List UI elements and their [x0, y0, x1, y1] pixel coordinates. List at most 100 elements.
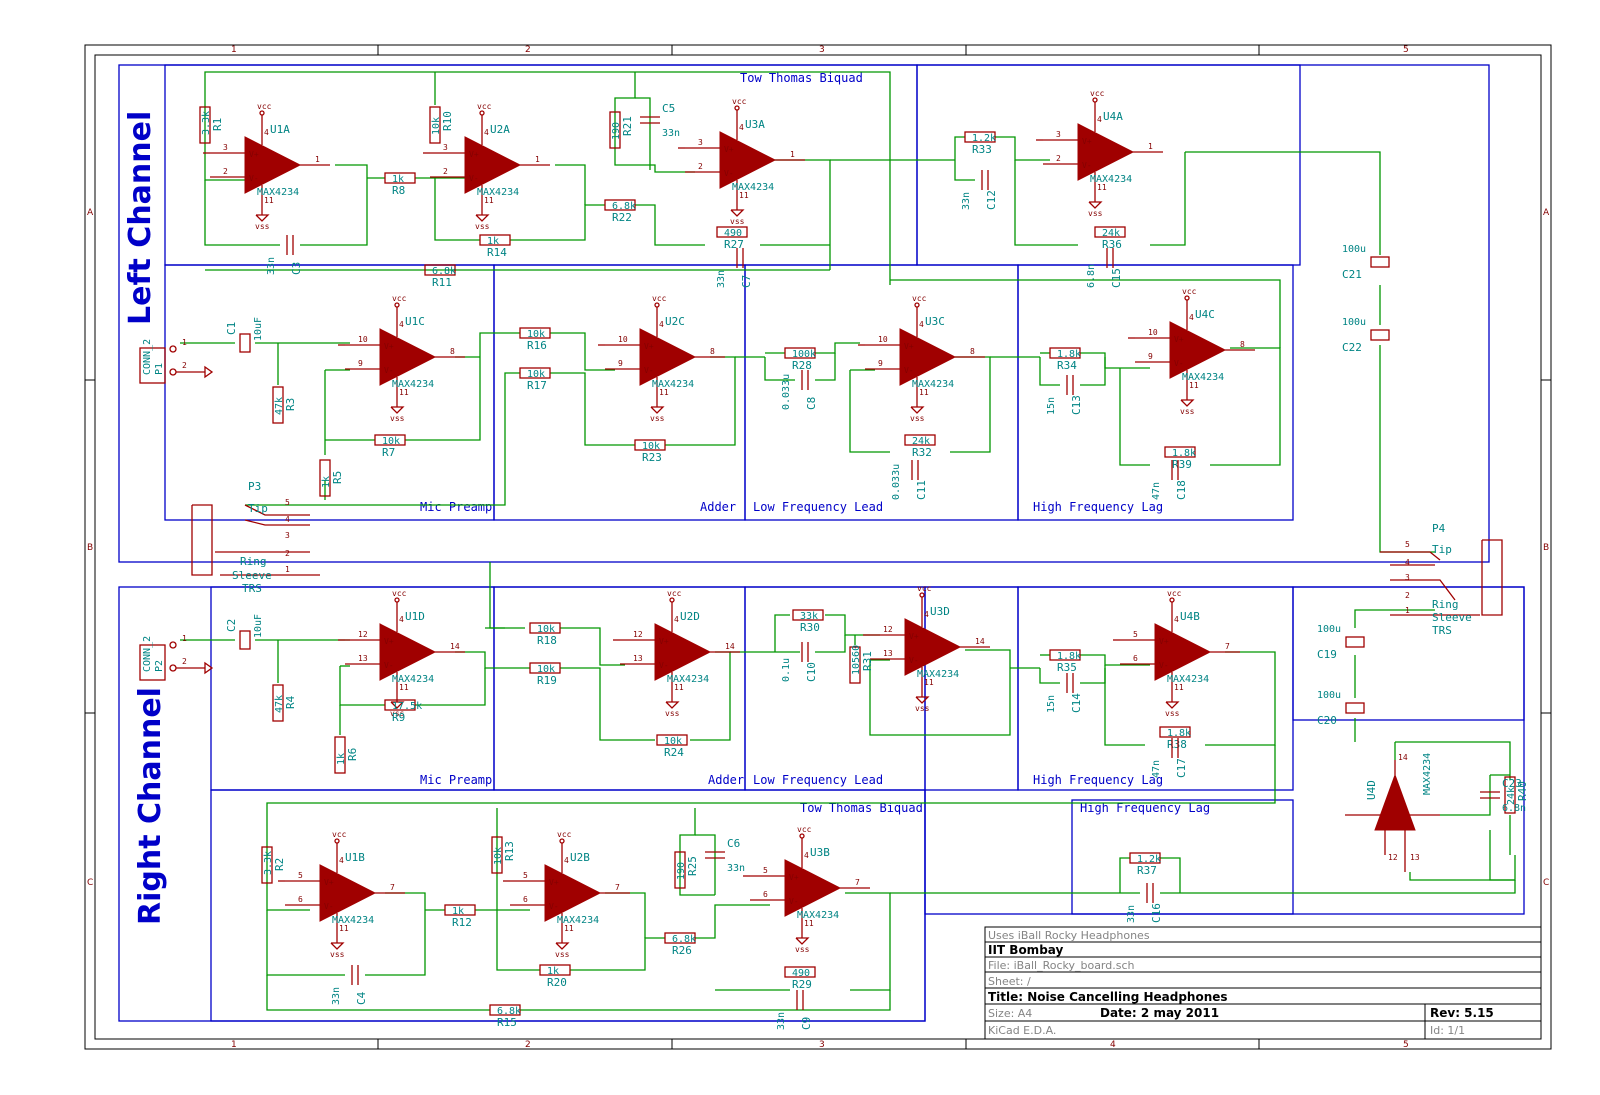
- p3-ref: P3: [248, 480, 261, 493]
- capacitor-ref: C9: [800, 1017, 813, 1030]
- resistor-value: 1k: [487, 236, 499, 247]
- opamp-pin-plus: 5: [298, 871, 303, 880]
- opamp-vplus: V+: [789, 873, 799, 882]
- p4-pin4: 4: [1405, 558, 1410, 567]
- opamp-pin11: 11: [804, 919, 814, 928]
- resistor-value: 10k: [527, 369, 545, 380]
- opamp-pin-plus: 10: [358, 335, 368, 344]
- resistor-value: 10k: [537, 624, 555, 635]
- opamp-pin-plus: 10: [1148, 328, 1158, 337]
- capacitor-ref: C21: [1342, 268, 1362, 281]
- tb-comment: Uses iBall Rocky Headphones: [988, 929, 1150, 942]
- opamp-pin11: 11: [659, 388, 669, 397]
- opamp-ref: U4B: [1180, 610, 1200, 623]
- p1-type: CONN_2: [142, 339, 153, 375]
- opamp-vplus: V+: [549, 878, 559, 887]
- opamp-vplus: V+: [659, 637, 669, 646]
- resistor-value: 1.2k: [1137, 854, 1161, 865]
- p3-trs: TRS: [242, 582, 262, 595]
- opamp-vminus: V-: [1082, 161, 1092, 170]
- opamp-vss: vss: [1180, 407, 1195, 416]
- capacitor-ref: C22: [1342, 341, 1362, 354]
- opamp-vcc: vcc: [332, 830, 347, 839]
- resistor-value: 47k: [274, 695, 285, 713]
- resistor-value: 1.8k: [1167, 728, 1191, 739]
- section-right-lead: Low Frequency Lead: [753, 773, 883, 787]
- resistor-value: 1k: [336, 753, 347, 765]
- resistor-ref: R12: [452, 916, 472, 929]
- opamp-pin-plus: 3: [698, 138, 703, 147]
- connector-p3: P3 Tip Ring Sleeve TRS 5 4 3 2 1: [191, 480, 320, 595]
- opamp-vplus: V+: [469, 150, 479, 159]
- opamp-pin11: 11: [924, 678, 934, 687]
- u4d-ref: U4D: [1365, 780, 1378, 800]
- opamp-ref: U2B: [570, 851, 590, 864]
- resistor-value: 1.2k: [972, 133, 996, 144]
- row-label-c: C: [87, 878, 93, 888]
- col-label-4-bottom: 4: [1110, 1040, 1116, 1050]
- opamp-model: MAX4234: [1182, 372, 1224, 383]
- opamp-ref: U2C: [665, 315, 685, 328]
- opamp-pin-plus: 3: [1056, 130, 1061, 139]
- opamp-vcc: vcc: [917, 584, 932, 593]
- capacitor-ref: C23: [1502, 777, 1522, 790]
- resistor-value: 3.3k: [263, 851, 274, 875]
- resistor-ref: R5: [331, 471, 344, 484]
- resistor-ref: R6: [346, 748, 359, 761]
- opamp-vcc: vcc: [557, 830, 572, 839]
- opamp-vplus: V+: [904, 342, 914, 351]
- resistor-ref: R21: [621, 116, 634, 136]
- capacitor-value: 33n: [776, 1012, 787, 1030]
- tb-tool: KiCad E.D.A.: [988, 1024, 1056, 1037]
- resistor-value: 6.8k: [432, 266, 456, 277]
- resistor-ref: R8: [392, 184, 405, 197]
- p4-tip: Tip: [1432, 543, 1452, 556]
- p3-pin3: 3: [285, 531, 290, 540]
- opamp-ref: U2D: [680, 610, 700, 623]
- opamp-model: MAX4234: [667, 674, 709, 685]
- resistor-value: 17.5k: [392, 701, 422, 712]
- p4-ring: Ring: [1432, 598, 1459, 611]
- resistor-value: 1k: [547, 966, 559, 977]
- opamp-ref: U4A: [1103, 110, 1123, 123]
- opamp-pin-out: 7: [855, 878, 860, 887]
- resistor-value: 6.8k: [612, 201, 636, 212]
- u4d-pin-minus: 13: [1410, 853, 1420, 862]
- capacitor-value: 33n: [662, 128, 680, 139]
- opamp-vss: vss: [555, 950, 570, 959]
- opamp-pin4: 4: [924, 610, 929, 619]
- resistor-value: 10k: [431, 117, 442, 135]
- opamp-pin-out: 8: [970, 347, 975, 356]
- opamp-vss: vss: [330, 950, 345, 959]
- p1-pin1: 1: [182, 338, 187, 347]
- p4-pin3: 3: [1405, 573, 1410, 582]
- opamp-vminus: V-: [1159, 661, 1169, 670]
- opamp-vplus: V+: [384, 342, 394, 351]
- capacitor-ref: C1: [225, 322, 238, 335]
- opamp-ref: U1B: [345, 851, 365, 864]
- p4-pin2: 2: [1405, 591, 1410, 600]
- col-label-3: 3: [819, 45, 825, 55]
- resistor-value: 10k: [493, 847, 504, 865]
- opamp-pin-minus: 9: [1148, 352, 1153, 361]
- opamp-vcc: vcc: [1182, 287, 1197, 296]
- opamp-model: MAX4234: [477, 187, 519, 198]
- opamp-pin-out: 8: [1240, 340, 1245, 349]
- capacitor-ref: C11: [915, 480, 928, 500]
- opamp-vminus: V-: [384, 366, 394, 375]
- resistor-value: 33k: [800, 611, 818, 622]
- resistor-value: 1.8k: [1172, 448, 1196, 459]
- resistor-ref: R19: [537, 674, 557, 687]
